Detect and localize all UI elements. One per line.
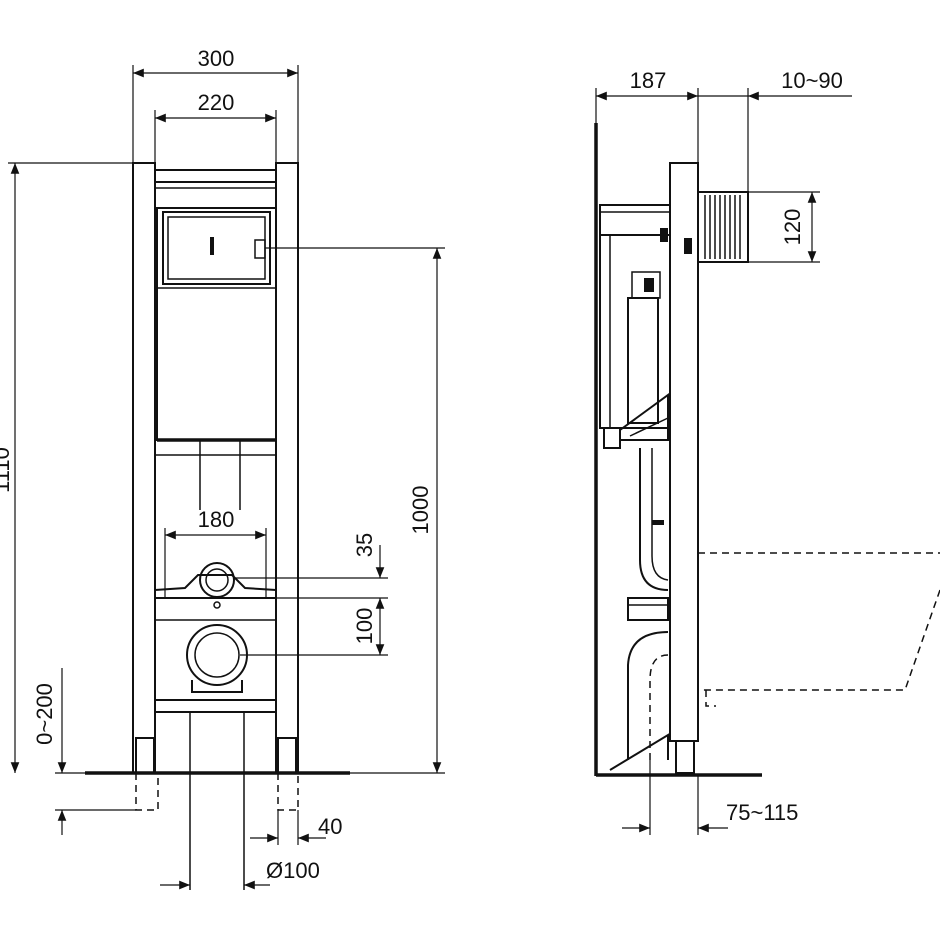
cistern [156,207,277,441]
dim-height-plate: 1000 [408,486,433,535]
dim-plate-height: 120 [780,209,805,246]
dim-foot-width: 40 [318,814,342,839]
bottom-crossbar [154,699,277,713]
drain-outlet [186,624,248,686]
flush-outlet [199,562,235,598]
dim-outlet-top: 35 [352,533,377,557]
side-cistern [599,234,671,429]
dim-outlet-bottom: 100 [352,608,377,645]
dim-floor-depth: 75~115 [726,800,798,825]
dim-outlet-spacing: 180 [198,507,235,532]
dim-depth-frame: 187 [630,68,667,93]
side-view: 187 10~90 120 75~115 [594,68,940,835]
inspection-opening [162,211,271,285]
flush-plate [697,191,749,263]
dim-width-inner: 220 [198,90,235,115]
dim-foot-adjust: 0~200 [32,683,57,745]
dim-drain-diameter: Ø100 [266,858,320,883]
dim-width-overall: 300 [198,46,235,71]
dim-depth-adjust: 10~90 [781,68,843,93]
panel-latch [684,238,692,254]
mount-bar [154,574,277,591]
right-upright [275,162,299,774]
left-upright [132,162,156,774]
front-view: 300 220 1110 1000 180 35 100 0~200 [0,46,445,890]
top-crossbar [154,169,277,183]
dim-height-total: 1110 [0,447,14,493]
drain-bend [627,631,669,760]
